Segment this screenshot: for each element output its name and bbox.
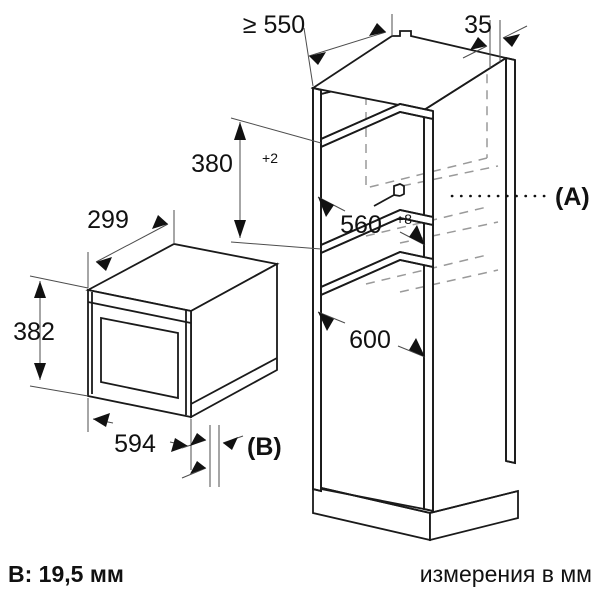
dim-appliance-width: 594 [87, 398, 192, 470]
dim-label-appliance-height: 382 [13, 318, 55, 346]
dim-cabinet-depth: ≥ 550 [243, 11, 393, 87]
callout-b-group: (B) [181, 425, 282, 487]
appliance-front-top-trim [87, 301, 192, 324]
cabinet-group: ≥ 550 35 380 +2 [191, 11, 590, 542]
footnote-b-value: B: 19,5 мм [8, 561, 124, 587]
dim-niche-height: 380 +2 [191, 117, 322, 250]
cabinet-bottom-floor [320, 488, 425, 510]
dim-appliance-depth: 299 [87, 206, 175, 288]
cabinet-upper-shelf [320, 103, 434, 149]
appliance-group: 299 382 594 [13, 206, 282, 487]
callout-b-label: (B) [247, 433, 282, 461]
dim-appliance-height: 382 [13, 275, 89, 397]
dim-cabinet-lower-width: 600 [317, 311, 426, 358]
dim-niche-width: 560 +8 [317, 196, 426, 246]
cabinet-left-side-panel [312, 71, 403, 493]
dim-label-niche-width: 560 [340, 211, 382, 239]
dim-label-appliance-depth: 299 [87, 206, 129, 234]
appliance-door-window [100, 316, 179, 400]
callout-a-label: (A) [555, 183, 590, 211]
appliance-bottom-trim [190, 357, 278, 405]
dim-label-cabinet-side-offset: 35 [464, 11, 492, 39]
footer-notes: B: 19,5 мм измерения в мм [8, 561, 592, 587]
dim-label-niche-width-tolerance: +8 [396, 211, 412, 227]
dim-label-niche-height: 380 [191, 150, 233, 178]
cabinet-carcass [310, 30, 516, 513]
cabinet-lower-shelf [320, 251, 434, 297]
power-connection-notch [373, 183, 405, 207]
dim-label-appliance-width: 594 [114, 430, 156, 458]
units-note: измерения в мм [420, 561, 592, 587]
cabinet-middle-shelf [320, 209, 434, 255]
dim-label-niche-height-tolerance: +2 [262, 150, 278, 166]
dim-label-cabinet-depth: ≥ 550 [243, 11, 305, 39]
dim-label-cabinet-lower-width: 600 [349, 326, 391, 354]
dim-cabinet-side-offset: 35 [462, 11, 528, 68]
callout-a-group: (A) [450, 183, 590, 211]
